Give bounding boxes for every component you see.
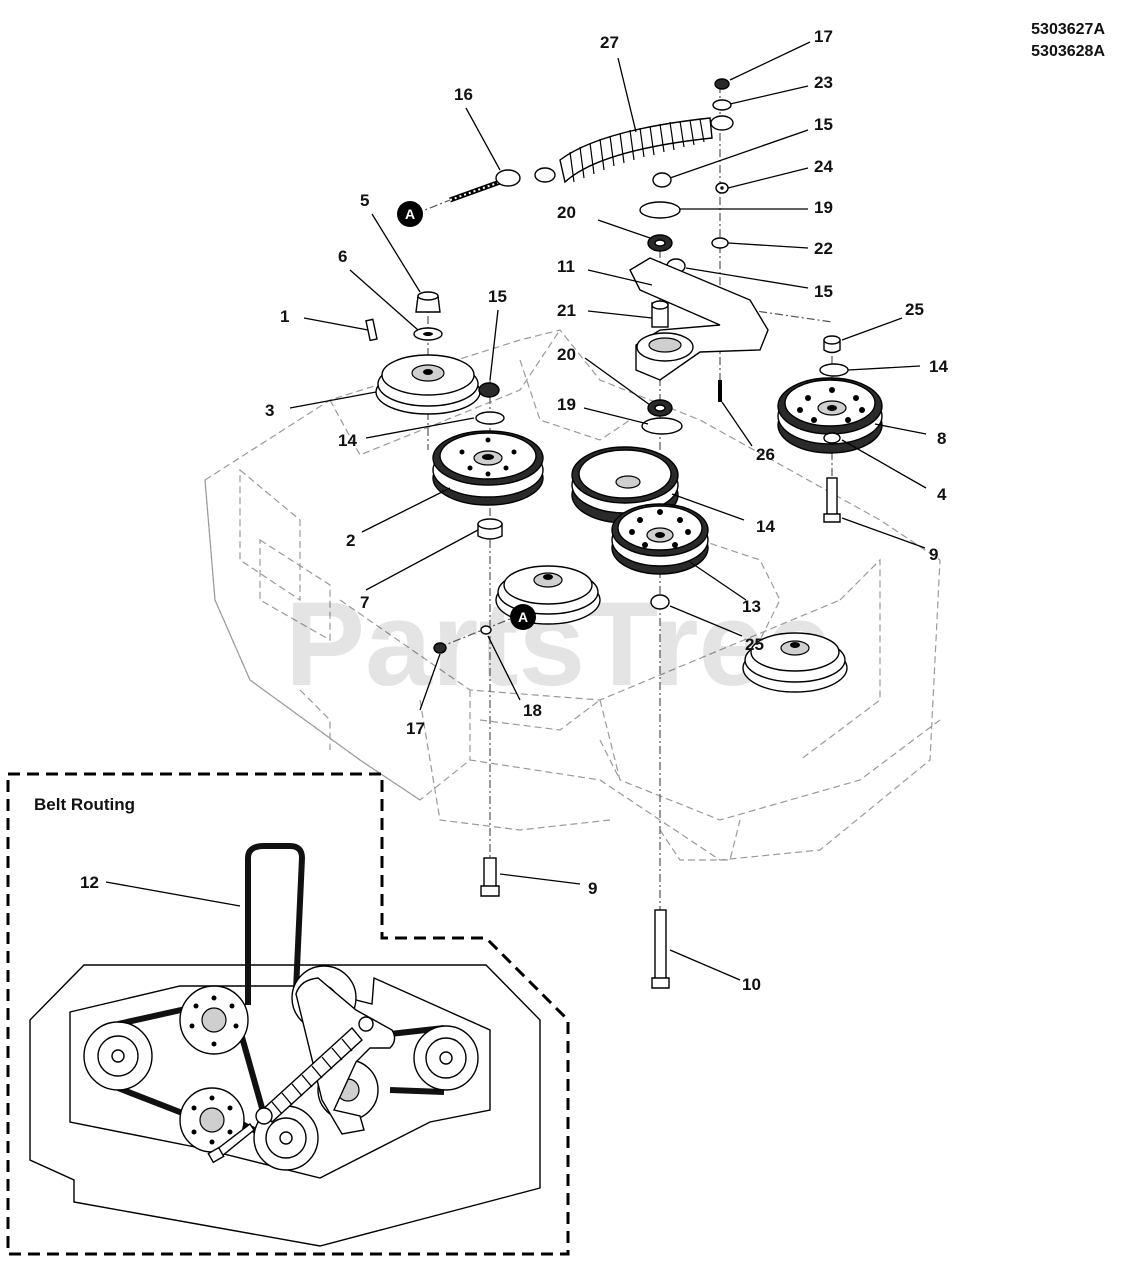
idler-hardware-stack xyxy=(639,78,732,274)
pulley-8 xyxy=(777,335,883,523)
marker-a-bottom-label: A xyxy=(518,609,528,625)
reference-marker-a-bottom: A xyxy=(510,604,536,630)
inset-pulley-lower-left xyxy=(179,1087,245,1153)
part-number-1: 5303627A xyxy=(1031,21,1105,38)
callout-18: 18 xyxy=(523,701,542,720)
callout-17: 17 xyxy=(814,27,833,46)
callout-17: 17 xyxy=(406,719,425,738)
callout-26: 26 xyxy=(756,445,775,464)
callout-25: 25 xyxy=(745,635,764,654)
callout-1: 1 xyxy=(280,307,289,326)
pulley-2 xyxy=(432,382,544,540)
callout-15: 15 xyxy=(814,115,833,134)
eye-bolt xyxy=(449,169,521,203)
callout-24: 24 xyxy=(814,157,833,176)
callout-9: 9 xyxy=(929,545,938,564)
callout-25: 25 xyxy=(905,300,924,319)
callout-14: 14 xyxy=(338,431,357,450)
callout-22: 22 xyxy=(814,239,833,258)
inset-title: Belt Routing xyxy=(34,795,135,814)
nut-and-washer xyxy=(365,291,443,342)
marker-a-top-label: A xyxy=(405,206,415,222)
inset-pulley-right xyxy=(413,1025,479,1091)
belt-12 xyxy=(245,843,305,1005)
callout-21: 21 xyxy=(557,301,576,320)
part-number-2: 5303628A xyxy=(1031,43,1105,60)
callout-20: 20 xyxy=(557,203,576,222)
callout-15: 15 xyxy=(814,282,833,301)
inset-pulley-left xyxy=(83,1021,153,1091)
belt-routing-inset: Belt Routing xyxy=(6,772,570,1256)
callout-16: 16 xyxy=(454,85,473,104)
callout-27: 27 xyxy=(600,33,619,52)
callout-5: 5 xyxy=(360,191,369,210)
callout-14: 14 xyxy=(756,517,775,536)
callout-9: 9 xyxy=(588,879,597,898)
idler-spring xyxy=(534,115,734,184)
callout-7: 7 xyxy=(360,593,369,612)
reference-marker-a-top: A xyxy=(397,201,423,227)
callout-12: 12 xyxy=(80,873,99,892)
callout-13: 13 xyxy=(742,597,761,616)
callout-19: 19 xyxy=(814,198,833,217)
idler-arm xyxy=(629,257,769,402)
callout-leaders xyxy=(105,41,927,981)
spindle-pulley-right xyxy=(742,632,848,693)
callout-10: 10 xyxy=(742,975,761,994)
callout-3: 3 xyxy=(265,401,274,420)
callout-6: 6 xyxy=(338,247,347,266)
pulley-13 xyxy=(611,503,709,575)
callout-19: 19 xyxy=(557,395,576,414)
callout-labels: 27 17 23 15 16 24 20 19 22 5 11 15 6 15 … xyxy=(80,27,948,994)
pulley-3 xyxy=(375,354,481,415)
callout-8: 8 xyxy=(937,429,946,448)
callout-14: 14 xyxy=(929,357,948,376)
callout-20: 20 xyxy=(557,345,576,364)
callout-4: 4 xyxy=(937,485,947,504)
callout-15: 15 xyxy=(488,287,507,306)
bolts xyxy=(433,186,724,989)
inset-pulley-upper-left xyxy=(179,985,249,1055)
callout-2: 2 xyxy=(346,531,355,550)
callout-11: 11 xyxy=(557,257,575,276)
callout-23: 23 xyxy=(814,73,833,92)
